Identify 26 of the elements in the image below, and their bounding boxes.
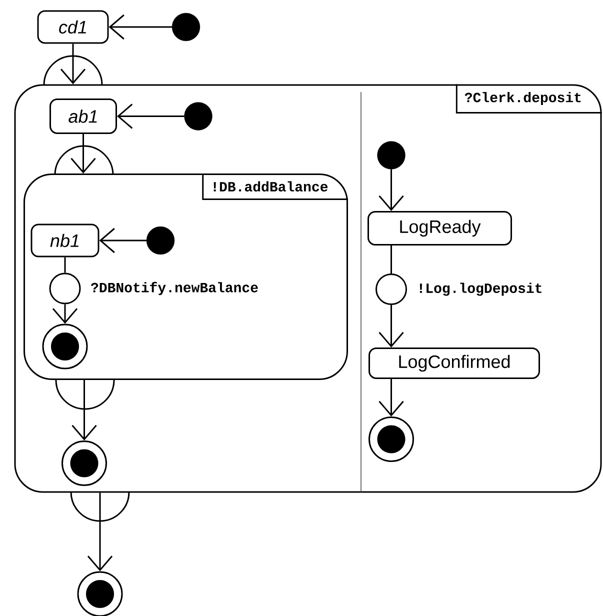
final-state [42,324,88,370]
arrow [378,305,404,348]
state-box: ab1 [50,98,117,134]
initial-dot [172,12,200,42]
final-state [62,440,107,486]
arrow [60,44,86,84]
state-box: LogConfirmed [368,348,540,379]
junction-circle [49,272,81,304]
arrow [70,134,96,174]
arrow [378,169,404,211]
arrow [87,492,113,572]
arrow [72,380,97,440]
final-state [368,416,414,462]
final-state [77,571,123,616]
state-box: cd1 [37,10,109,44]
arrow [117,104,184,129]
state-box: LogReady [368,211,512,246]
arrow [108,14,172,40]
initial-dot [377,141,406,170]
initial-dot [146,226,175,255]
arrow [378,379,404,416]
junction-circle [376,274,407,305]
event-label: !Log.logDeposit [420,282,542,296]
state-box: nb1 [30,224,100,258]
initial-dot [184,102,212,130]
event-label: ?DBNotify.newBalance [91,282,258,296]
